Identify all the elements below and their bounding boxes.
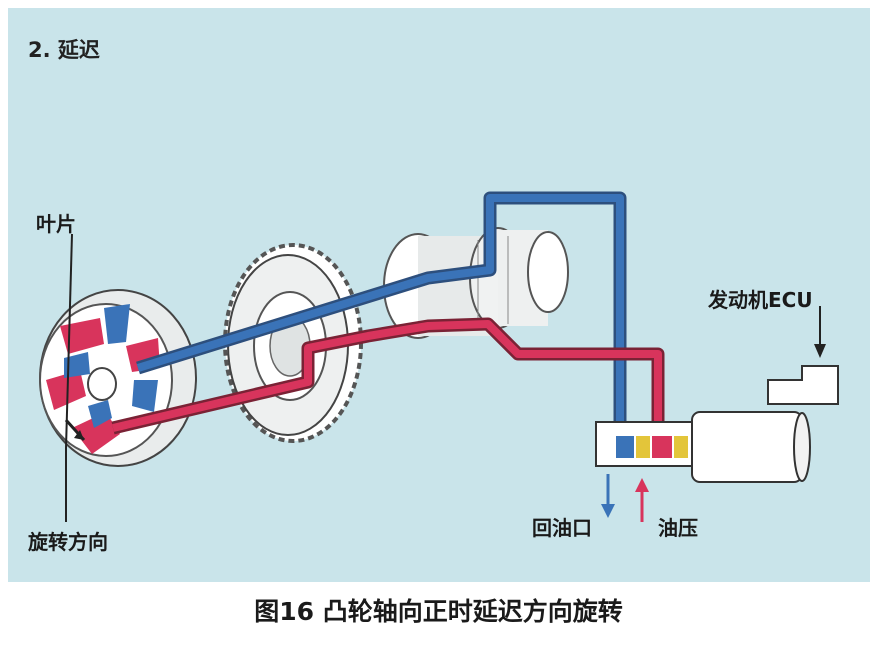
- controller-hub: [87, 367, 117, 401]
- vvt-controller: [39, 289, 197, 467]
- oil-passages: [111, 191, 665, 438]
- valve-spool: [636, 436, 650, 458]
- figure-caption: 图16 凸轮轴向正时延迟方向旋转: [254, 597, 623, 626]
- ecu-connector: [767, 306, 839, 405]
- return-oil-line: [136, 194, 624, 428]
- vane: [88, 400, 112, 428]
- rotation-label: 旋转方向: [28, 530, 108, 554]
- retard-chamber: [60, 318, 104, 354]
- retard-chamber: [72, 412, 120, 454]
- vane: [132, 380, 158, 412]
- retard-chamber: [46, 370, 86, 410]
- vane-leader: [65, 233, 73, 449]
- valve-pressure-port: [652, 436, 672, 458]
- panel-title: 2. 延迟: [28, 38, 100, 62]
- vane: [104, 304, 130, 344]
- rotation-arrow: [74, 430, 84, 440]
- oil-pressure-arrow: [635, 478, 649, 522]
- vane-label: 叶片: [36, 212, 76, 236]
- vane: [64, 352, 90, 378]
- vvt-diagram: [39, 191, 839, 522]
- return-port-label: 回油口: [532, 516, 592, 540]
- retard-oil-line: [112, 320, 662, 438]
- valve-spool: [674, 436, 688, 458]
- oil-control-valve: [595, 411, 811, 483]
- ecu-label: 发动机ECU: [708, 288, 813, 312]
- return-port-arrow: [601, 474, 615, 518]
- solenoid: [691, 411, 803, 483]
- valve-drain-port: [616, 436, 634, 458]
- oil-pressure-label: 油压: [658, 516, 698, 540]
- diagram-panel: 2. 延迟 叶片 旋转方向 发动机ECU 回油口 油压: [8, 8, 870, 582]
